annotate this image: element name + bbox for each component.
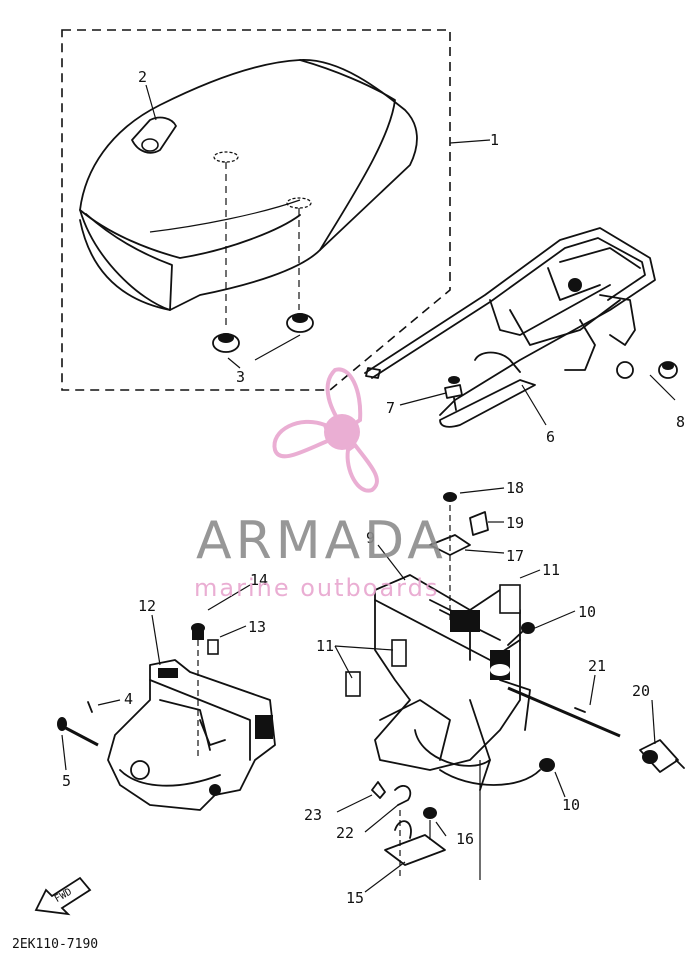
callout-13: 13	[248, 618, 266, 636]
pin-4-and-bolt-5	[57, 701, 99, 747]
bracket-clip-17-19	[429, 492, 489, 620]
callout-8: 8	[676, 413, 685, 431]
callout-4: 4	[124, 690, 133, 708]
callout-17: 17	[506, 547, 524, 565]
stopper-15-16	[384, 807, 446, 866]
callout-18: 18	[506, 479, 524, 497]
callout-11-left: 11	[316, 637, 334, 655]
propeller-logo-icon	[272, 367, 379, 493]
rack-nut-8	[658, 361, 678, 379]
bolt-10-lower	[539, 758, 555, 772]
callout-6: 6	[546, 428, 555, 446]
callout-14: 14	[250, 571, 268, 589]
callout-12: 12	[138, 597, 156, 615]
switch-20	[639, 739, 685, 773]
spring-23-and-clip-22	[371, 781, 412, 806]
rack-bracket-6	[439, 379, 536, 428]
seat-illustration	[79, 59, 418, 311]
watermark-brand: ARMADA	[196, 511, 447, 571]
bolt-10-upper	[507, 622, 535, 646]
seat-group-dashed-frame	[61, 29, 451, 391]
leader-lines	[61, 84, 676, 893]
pivot-rod-21	[507, 686, 621, 738]
callout-21: 21	[588, 657, 606, 675]
callout-2: 2	[138, 68, 147, 86]
callout-20: 20	[632, 682, 650, 700]
callout-11-right: 11	[542, 561, 560, 579]
callout-23: 23	[304, 806, 322, 824]
center-bracket	[345, 574, 541, 791]
callout-16: 16	[456, 830, 474, 848]
callout-22: 22	[336, 824, 354, 842]
fwd-arrow: FWD	[34, 876, 92, 916]
carrier-rack	[364, 227, 656, 416]
callout-labels: 1 2 3 4 5 6 7 8 9 10 10 11 11 12 13 14 1…	[62, 68, 685, 907]
callout-1: 1	[490, 131, 499, 149]
callout-10-upper: 10	[578, 603, 596, 621]
bolt-14-and-plate-13	[191, 623, 219, 760]
watermark-tagline: marine outboards	[194, 574, 439, 602]
callout-9: 9	[366, 529, 375, 547]
callout-19: 19	[506, 514, 524, 532]
callout-7: 7	[386, 399, 395, 417]
part-code: 2EK110-7190	[12, 937, 98, 952]
seat-dampers	[212, 162, 314, 353]
armada-watermark: ARMADA marine outboards	[194, 367, 447, 602]
left-bracket-assembly	[107, 659, 276, 811]
callout-10-lower: 10	[562, 796, 580, 814]
rack-bolt-7	[444, 376, 463, 411]
callout-3: 3	[236, 368, 245, 386]
callout-5: 5	[62, 772, 71, 790]
callout-15: 15	[346, 889, 364, 907]
